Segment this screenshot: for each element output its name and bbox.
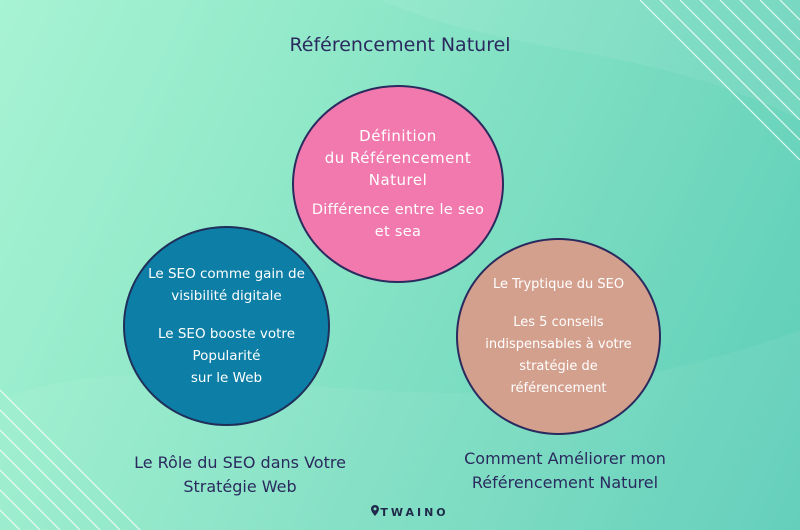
role-circle: Le SEO comme gain de visibilité digitale… — [123, 226, 330, 426]
stripes-top-right — [639, 0, 800, 161]
caption-improve: Comment Améliorer mon Référencement Natu… — [464, 449, 666, 492]
stripes-bottom-left — [0, 389, 141, 530]
role-subtext: Le SEO booste votre Popularité sur le We… — [157, 326, 295, 386]
logo-text: TWAINO — [380, 506, 449, 519]
definition-circle: Définition du Référencement Naturel Diff… — [292, 85, 504, 283]
map-pin-icon — [371, 505, 380, 519]
tryptique-circle: Le Tryptique du SEO Les 5 conseils indis… — [456, 238, 661, 435]
twaino-logo: TWAINO — [360, 505, 460, 519]
tryptique-subtext: Les 5 conseils indispensables à votre st… — [485, 314, 632, 396]
definition-subtext: Différence entre le seo et sea — [311, 202, 485, 240]
role-heading: Le SEO comme gain de visibilité digitale — [148, 266, 305, 304]
diagram-title: Référencement Naturel — [289, 34, 511, 56]
definition-heading: Définition du Référencement Naturel — [324, 127, 472, 189]
caption-role: Le Rôle du SEO dans Votre Stratégie Web — [134, 453, 346, 496]
tryptique-heading: Le Tryptique du SEO — [492, 276, 625, 292]
